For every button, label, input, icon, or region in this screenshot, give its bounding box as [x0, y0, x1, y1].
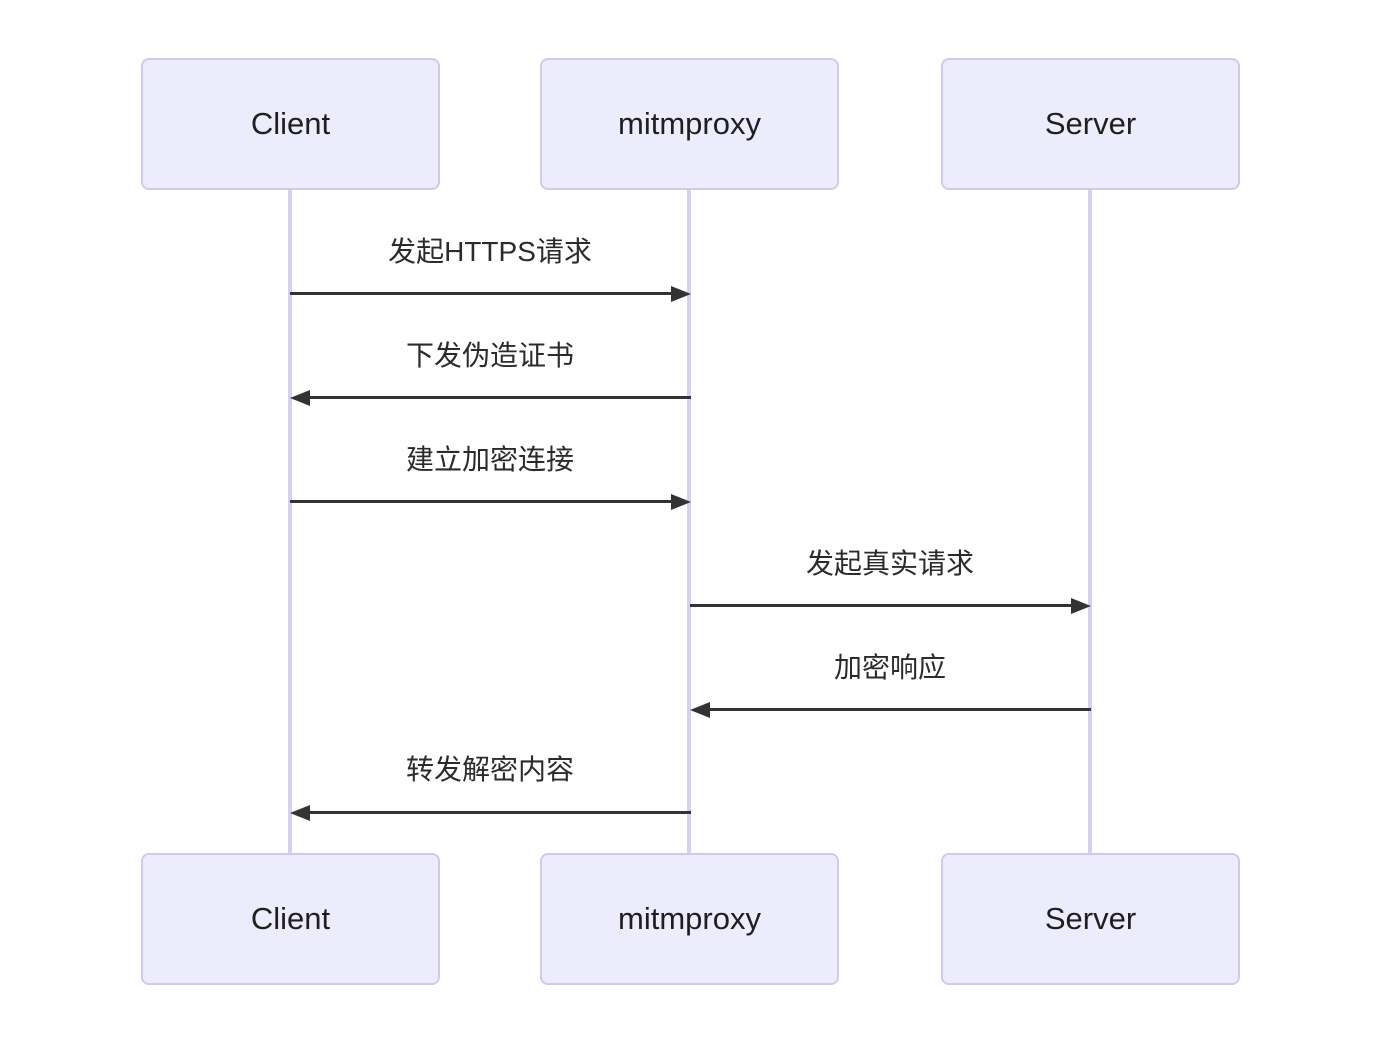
arrowhead-left-icon	[690, 702, 710, 718]
arrowhead-right-icon	[671, 494, 691, 510]
message-label: 建立加密连接	[405, 444, 574, 475]
arrow-line	[309, 396, 691, 399]
actor-box-mitmproxy-bottom: mitmproxy	[540, 853, 839, 985]
actor-box-client-bottom: Client	[141, 853, 440, 985]
actor-label-server: Server	[1044, 106, 1137, 141]
actor-label-server: Server	[1044, 901, 1137, 936]
actor-box-client-top: Client	[141, 58, 440, 190]
arrow-line	[290, 292, 672, 295]
message-label: 发起HTTPS请求	[388, 236, 592, 267]
arrowhead-right-icon	[1071, 598, 1091, 614]
message-label: 转发解密内容	[405, 754, 574, 785]
arrow-line	[309, 811, 691, 814]
lifeline-server	[1088, 190, 1092, 854]
actor-box-mitmproxy-top: mitmproxy	[540, 58, 839, 190]
message-label: 加密响应	[833, 652, 946, 683]
actor-box-server-bottom: Server	[941, 853, 1240, 985]
lifeline-client	[288, 190, 292, 854]
lifeline-mitmproxy	[687, 190, 691, 854]
actor-label-client: Client	[250, 901, 331, 936]
arrowhead-right-icon	[671, 286, 691, 302]
arrow-line	[690, 604, 1072, 607]
arrowhead-left-icon	[290, 805, 310, 821]
arrowhead-left-icon	[290, 390, 310, 406]
arrow-line	[290, 500, 672, 503]
actor-box-server-top: Server	[941, 58, 1240, 190]
actor-label-mitmproxy: mitmproxy	[618, 901, 761, 936]
actor-label-client: Client	[250, 106, 331, 141]
message-label: 发起真实请求	[805, 548, 974, 579]
message-label: 下发伪造证书	[405, 340, 574, 371]
actor-label-mitmproxy: mitmproxy	[618, 106, 761, 141]
arrow-line	[709, 708, 1091, 711]
